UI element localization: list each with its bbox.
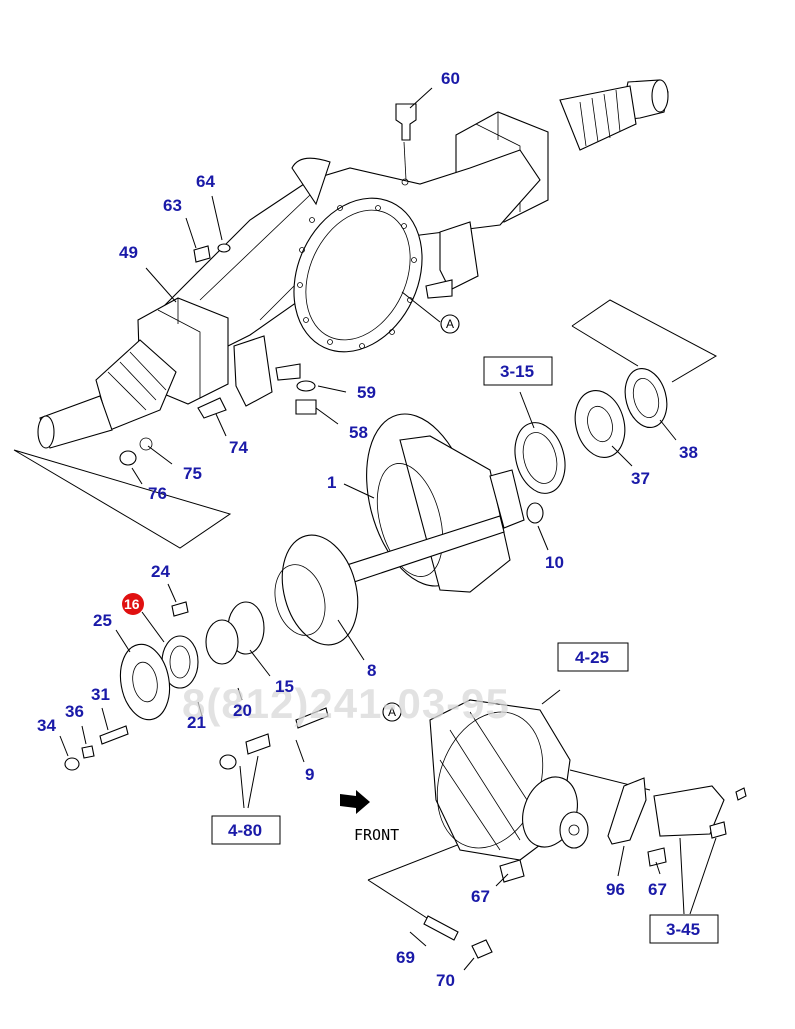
ref-label-3-15: 3-15 [500,362,534,381]
part-label-1[interactable]: 1 [327,473,336,492]
ref-box-3-15[interactable] [483,356,553,386]
part-label-25[interactable]: 25 [93,611,112,630]
part-label-21[interactable]: 21 [187,713,206,732]
ref-marker-a-bottom: A [388,705,396,719]
part-label-59[interactable]: 59 [357,383,376,402]
part-label-37[interactable]: 37 [631,469,650,488]
part-label-64[interactable]: 64 [196,172,215,191]
part-label-16[interactable]: 16 [124,596,140,612]
phone-watermark: 8(812)241-03-95 [182,680,510,727]
axle-housing [37,79,669,466]
part-label-76[interactable]: 76 [148,484,167,503]
highlight-dot [122,593,144,615]
ref-box-3-45[interactable] [649,914,719,944]
ref-box-4-80[interactable] [211,815,281,845]
part-label-38[interactable]: 38 [679,443,698,462]
ref-label-4-80: 4-80 [228,821,262,840]
part-label-36[interactable]: 36 [65,702,84,721]
part-label-8[interactable]: 8 [367,661,376,680]
front-label: FRONT [354,826,399,844]
part-labels: 60 64 63 49 59 58 74 75 76 1 10 37 38 24… [37,69,698,990]
part-label-67-right[interactable]: 67 [648,880,667,899]
part-label-20[interactable]: 20 [233,701,252,720]
part-label-10[interactable]: 10 [545,553,564,572]
part-label-70[interactable]: 70 [436,971,455,990]
part-label-67-left[interactable]: 67 [471,887,490,906]
part-label-96[interactable]: 96 [606,880,625,899]
part-label-31[interactable]: 31 [91,685,110,704]
ref-label-3-45: 3-45 [666,920,700,939]
ref-label-4-25: 4-25 [575,648,609,667]
ref-box-4-25[interactable] [557,642,629,672]
boxed-references: 3-15 4-25 4-80 3-45 [211,356,719,944]
leader-lines [59,87,717,971]
part-label-60[interactable]: 60 [441,69,460,88]
ref-marker-a-top: A [446,317,454,331]
hub-assembly [64,368,668,771]
part-label-34[interactable]: 34 [37,716,56,735]
part-label-74[interactable]: 74 [229,438,248,457]
part-label-9[interactable]: 9 [305,765,314,784]
reference-markers: A A [382,314,460,722]
part-label-75[interactable]: 75 [183,464,202,483]
part-label-69[interactable]: 69 [396,948,415,967]
differential-carrier [340,699,747,959]
part-label-15[interactable]: 15 [275,677,294,696]
part-label-63[interactable]: 63 [163,196,182,215]
part-label-24[interactable]: 24 [151,562,170,581]
part-label-49[interactable]: 49 [119,243,138,262]
part-label-58[interactable]: 58 [349,423,368,442]
